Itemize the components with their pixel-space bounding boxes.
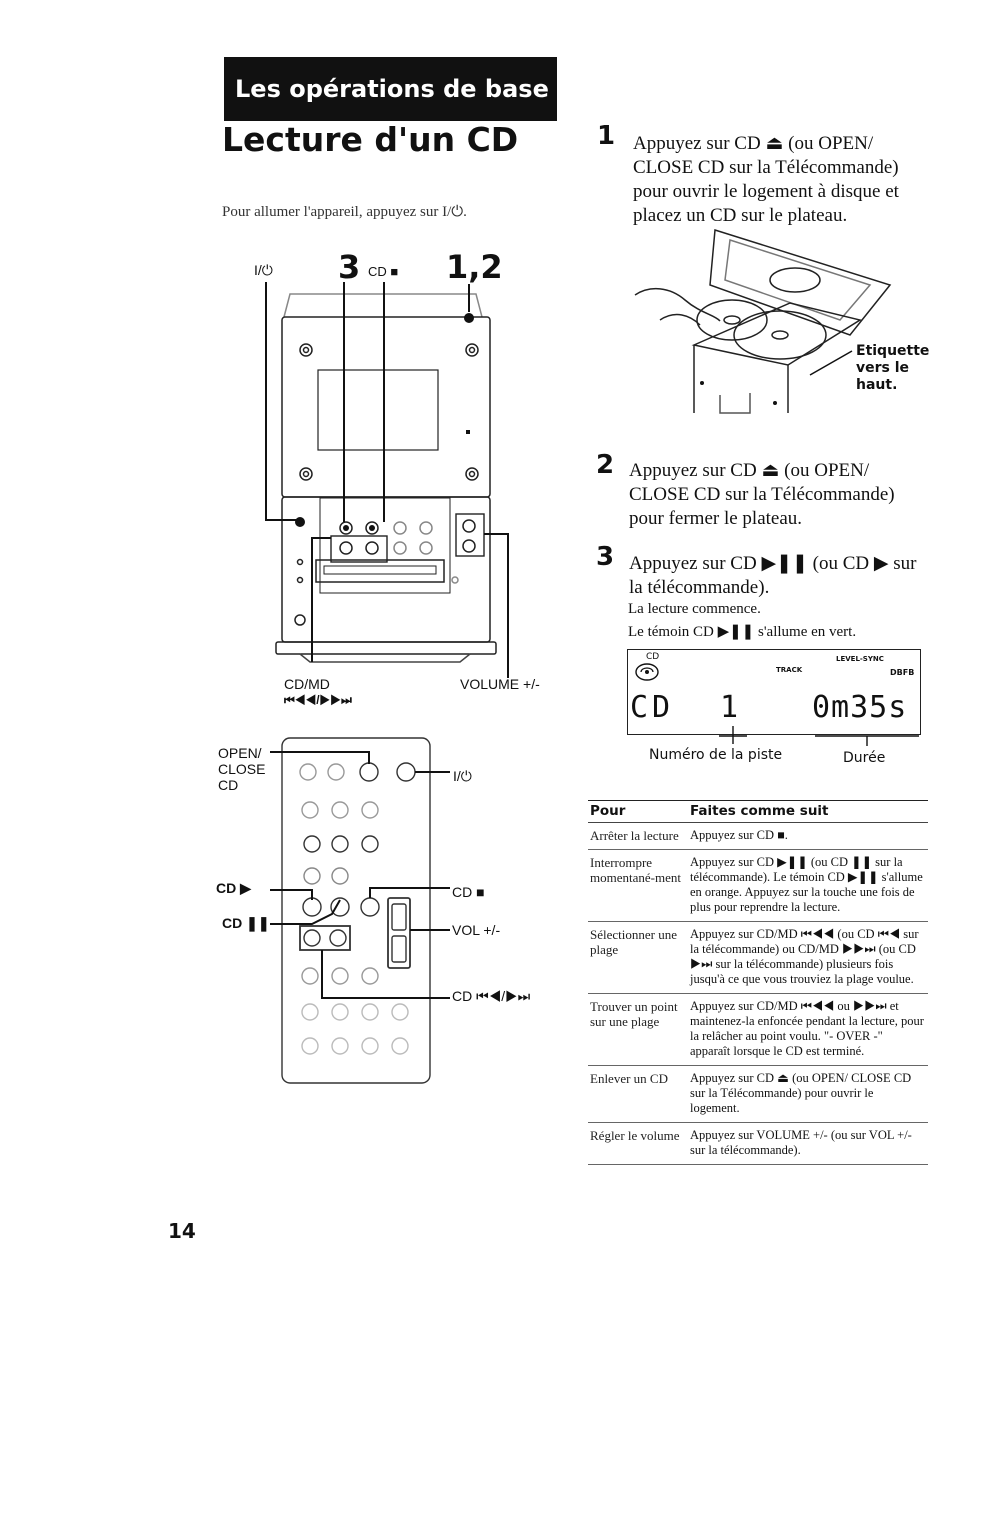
step-3-note-2: Le témoin CD ▶❚❚ s'allume en vert.: [628, 624, 857, 640]
remote-open-close-label: OPEN/ CLOSE CD: [218, 745, 266, 793]
table-row: Enlever un CD Appuyez sur CD ⏏ (ou OPEN/…: [588, 1065, 928, 1123]
unit-cd-stop-label: CD ■: [368, 264, 399, 279]
table-row: Régler le volume Appuyez sur VOLUME +/- …: [588, 1122, 928, 1165]
step-2-number: 2: [596, 450, 615, 480]
lcd-cd-indicator: CD: [646, 652, 660, 662]
remote-power-label: I/⏻: [453, 768, 472, 784]
table-row: Sélectionner une plage Appuyez sur CD/MD…: [588, 921, 928, 994]
step-3-text: Appuyez sur CD ▶❚❚ (ou CD ▶ sur la téléc…: [629, 553, 917, 598]
lcd-dbfb-indicator: DBFB: [890, 668, 915, 677]
lcd-track-indicator: TRACK: [776, 666, 803, 674]
lcd-elapsed-time: 0m35s: [812, 690, 908, 725]
stereo-unit-illustration: [265, 282, 509, 678]
lcd-source: CD: [630, 690, 675, 725]
table-cell-purpose: Arrêter la lecture: [588, 822, 688, 850]
table-cell-action: Appuyez sur CD ⏏ (ou OPEN/ CLOSE CD sur …: [688, 1065, 928, 1123]
unit-volume-label: VOLUME +/-: [460, 676, 540, 692]
step-1-number: 1: [597, 121, 616, 151]
table-cell-purpose: Sélectionner une plage: [588, 921, 688, 994]
table-cell-purpose: Régler le volume: [588, 1122, 688, 1165]
table-header-action: Faites comme suit: [688, 800, 928, 823]
table-header-pour: Pour: [588, 800, 688, 823]
intro-text: Pour allumer l'appareil, appuyez sur I/⏻…: [222, 204, 467, 220]
cd-loading-illustration: [634, 229, 892, 414]
lcd-track-number: 1: [720, 690, 739, 725]
remote-control-illustration: [270, 737, 450, 1084]
page-title: Lecture d'un CD: [222, 120, 519, 159]
table-cell-purpose: Enlever un CD: [588, 1065, 688, 1123]
remote-cd-stop-label: CD ■: [452, 884, 485, 900]
table-cell-action: Appuyez sur VOLUME +/- (ou sur VOL +/- s…: [688, 1122, 928, 1165]
remote-cd-play-label: CD ▶: [216, 880, 251, 896]
unit-callout-12: 1,2: [446, 248, 503, 286]
table-cell-action: Appuyez sur CD/MD ⏮◀◀ ou ▶▶⏭ et maintene…: [688, 993, 928, 1066]
remote-cd-skip-label: CD ⏮◀/▶⏭: [452, 988, 531, 1004]
cd-label-orientation-note: Etiquette vers le haut.: [856, 343, 930, 393]
lcd-display: CD TRACK LEVEL-SYNC DBFB CD 1 0m35s: [627, 649, 921, 735]
section-banner: Les opérations de base: [224, 57, 557, 121]
table-cell-action: Appuyez sur CD ■.: [688, 822, 928, 850]
table-cell-purpose: Trouver un point sur une plage: [588, 993, 688, 1066]
table-row: Trouver un point sur une plage Appuyez s…: [588, 993, 928, 1066]
step-3-number: 3: [596, 542, 615, 572]
operations-table: Pour Faites comme suit Arrêter la lectur…: [588, 800, 928, 1165]
remote-cd-pause-label: CD ❚❚: [222, 915, 270, 931]
step-3-note-1: La lecture commence.: [628, 601, 761, 617]
lcd-caption-track: Numéro de la piste: [649, 747, 783, 763]
remote-vol-label: VOL +/-: [452, 922, 501, 938]
table-cell-action: Appuyez sur CD/MD ⏮◀◀ (ou CD ⏮◀ sur la t…: [688, 921, 928, 994]
unit-callout-3: 3: [338, 248, 361, 286]
step-2-text: Appuyez sur CD ⏏ (ou OPEN/ CLOSE CD sur …: [629, 460, 895, 529]
table-row: Arrêter la lecture Appuyez sur CD ■.: [588, 822, 928, 850]
cd-disc-icon: [635, 663, 659, 681]
unit-cdmd-arrows-label: ⏮◀◀/▶▶⏭: [284, 693, 352, 707]
unit-cdmd-label: CD/MD: [284, 676, 330, 692]
lcd-caption-time: Durée: [843, 750, 886, 766]
lcd-callout-lines: [719, 726, 919, 746]
lcd-level-sync-indicator: LEVEL-SYNC: [836, 655, 884, 663]
page-number: 14: [168, 1219, 196, 1243]
table-row: Interrompre momentané-ment Appuyez sur C…: [588, 849, 928, 922]
table-cell-action: Appuyez sur CD ▶❚❚ (ou CD ❚❚ sur la télé…: [688, 849, 928, 922]
step-1-text: Appuyez sur CD ⏏ (ou OPEN/ CLOSE CD sur …: [633, 133, 899, 226]
table-cell-purpose: Interrompre momentané-ment: [588, 849, 688, 922]
unit-power-label: I/⏻: [254, 262, 273, 278]
table-header-row: Pour Faites comme suit: [588, 800, 928, 823]
